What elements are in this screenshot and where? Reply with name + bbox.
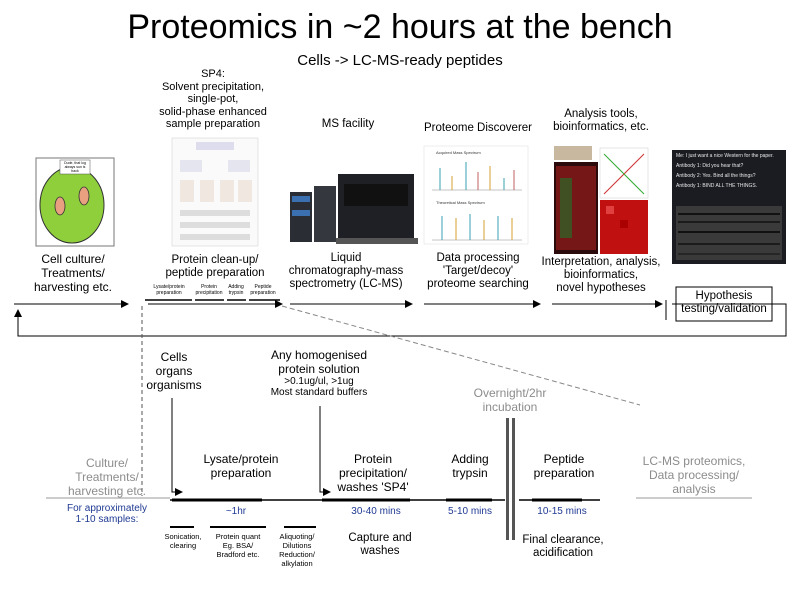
proteome-discoverer-label: Proteome Discoverer [423, 122, 532, 134]
final-clearance-label: Final clearance, acidification [522, 534, 604, 559]
cell-image [35, 157, 115, 247]
hypothesis-label: Hypothesis testing/validation [681, 290, 767, 315]
interpretation-label: Interpretation, analysis, bioinformatics… [541, 256, 661, 294]
protein-quant-label: Protein quant Eg. BSA/ Bradford etc. [215, 532, 261, 559]
meme-line: Antibody 1: Did you hear that? [676, 163, 744, 169]
feedback-loop-arrow [14, 303, 787, 337]
substep-peptide: Peptide preparation [250, 284, 276, 296]
western-meme-image [672, 150, 786, 264]
lcms-instrument-image [290, 174, 418, 244]
trypsin-time: 5-10 mins [448, 506, 492, 517]
lcms-label: Liquid chromatography-mass spectrometry … [288, 252, 404, 290]
cells-label: Cells organs organisms [146, 350, 202, 392]
spectrum-bottom-label: Theoretical Mass Spectrum [436, 200, 485, 205]
homogenised-detail: >0.1ug/ul, >1ug Most standard buffers [270, 376, 368, 398]
overnight-label: Overnight/2hr incubation [473, 386, 547, 414]
precipitation-label: Protein precipitation/ washes 'SP4' [337, 452, 409, 494]
capture-label: Capture and washes [348, 532, 412, 557]
meme-line: Me: I just want a nice Western for the p… [676, 153, 774, 159]
aliquoting-label: Aliquoting/ Dilutions Reduction/ alkylat… [279, 532, 315, 568]
overnight-bar-1 [506, 418, 509, 540]
sp4-scheme-image [171, 137, 259, 247]
page-title: Proteomics in ~2 hours at the bench [127, 8, 673, 46]
spectrum-top-label: Acquired Mass Spectrum [436, 150, 481, 155]
ms-facility-label: MS facility [321, 118, 375, 130]
analysis-collage-image [552, 146, 650, 256]
cell-speech-text: Dude, that log always sun is back [64, 161, 86, 173]
analysis-tools-label: Analysis tools, bioinformatics, etc. [553, 108, 649, 133]
approx-samples-label: For approximately 1-10 samples: [66, 503, 148, 525]
lcms-end-label: LC-MS proteomics, Data processing/ analy… [642, 454, 746, 496]
protein-cleanup-label: Protein clean-up/ peptide preparation [165, 254, 265, 279]
meme-line: Antibody 1: BIND ALL THE THINGS. [676, 183, 758, 189]
homogenised-label: Any homogenised protein solution [270, 348, 368, 376]
substep-precip: Protein precipitation [195, 284, 223, 296]
page-subtitle: Cells -> LC-MS-ready peptides [297, 52, 503, 69]
spectra-image [423, 145, 529, 245]
peptide-time: 10-15 mins [537, 506, 587, 517]
sonication-label: Sonication, clearing [164, 532, 202, 550]
hypothesis-box [675, 286, 773, 322]
cells-arrow [171, 398, 183, 496]
substep-lysate: Lysate/protein preparation [153, 284, 185, 296]
sp4-header: SP4: Solvent precipitation, single-pot, … [159, 68, 267, 130]
meme-line: Antibody 2: Yes. Bind all the things? [676, 173, 756, 179]
precipitation-time: 30-40 mins [351, 506, 401, 517]
culture-label: Culture/ Treatments/ harvesting etc. [67, 456, 147, 498]
trypsin-label: Adding trypsin [451, 452, 489, 480]
zoom-line-right [281, 305, 641, 406]
substep-trypsin: Adding trypsin [228, 284, 244, 296]
lysate-label: Lysate/protein preparation [203, 452, 279, 480]
homogenised-arrow [319, 406, 331, 496]
cell-culture-label: Cell culture/ Treatments/ harvesting etc… [33, 252, 113, 294]
lysate-time: ~1hr [225, 506, 247, 517]
peptide-label: Peptide preparation [533, 452, 595, 480]
overnight-bar-2 [512, 418, 515, 540]
data-processing-label: Data processing 'Target/decoy' proteome … [427, 252, 529, 290]
meme-text: Me: I just want a nice Western for the p… [676, 153, 784, 189]
